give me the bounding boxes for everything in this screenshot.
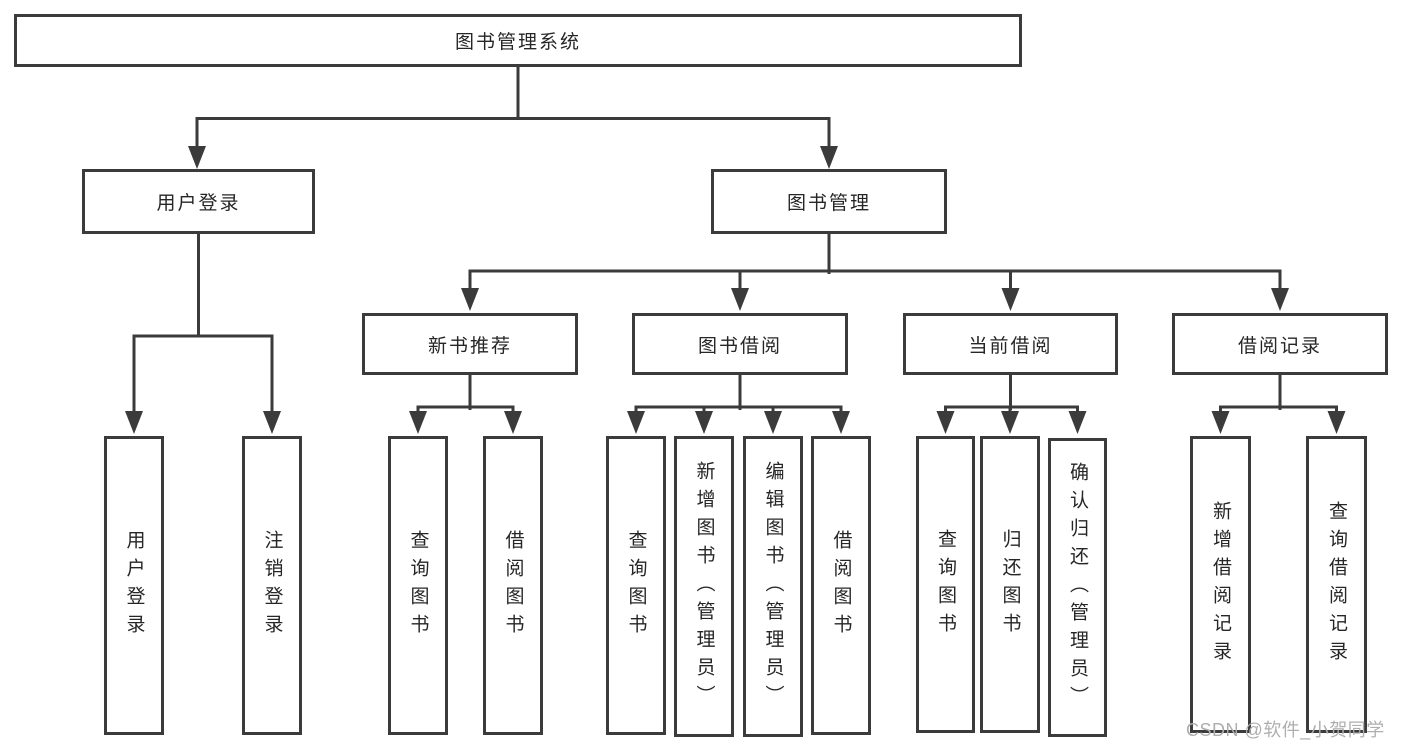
node-current-borrowing: 当前借阅: [903, 313, 1118, 375]
node-label: 新增借阅记录: [1210, 500, 1231, 669]
leaf-confirm-return-admin: 确认归还（管理员）: [1048, 438, 1107, 737]
csdn-watermark: CSDN @软件_小贺同学: [1186, 720, 1385, 740]
leaf-query-books-current: 查询图书: [916, 436, 975, 733]
node-label: 确认归还（管理员）: [1067, 461, 1088, 714]
node-label: 查询图书: [407, 529, 429, 642]
leaf-borrow-books: 借阅图书: [811, 436, 871, 735]
node-user-login: 用户登录: [82, 169, 315, 234]
node-label: 查询图书: [625, 529, 647, 642]
node-label: 新书推荐: [427, 335, 512, 357]
node-label: 注销登录: [261, 529, 283, 642]
leaf-borrow-books-recommend: 借阅图书: [483, 436, 543, 735]
node-book-borrowing: 图书借阅: [632, 313, 848, 375]
node-label: 查询借阅记录: [1326, 500, 1347, 669]
node-new-book-recommend: 新书推荐: [362, 313, 578, 375]
leaf-add-borrow-record: 新增借阅记录: [1190, 436, 1251, 733]
leaf-query-books-borrowing: 查询图书: [606, 436, 666, 735]
node-label: 借阅图书: [830, 529, 852, 642]
leaf-user-login: 用户登录: [104, 436, 164, 735]
node-label: 用户登录: [123, 529, 145, 642]
node-label: 用户登录: [156, 193, 241, 214]
node-library-system: 图书管理系统: [14, 14, 1022, 67]
node-label: 图书管理系统: [454, 32, 581, 53]
node-label: 图书管理: [786, 193, 871, 214]
leaf-edit-book-admin: 编辑图书（管理员）: [743, 436, 803, 737]
leaf-query-borrow-record: 查询借阅记录: [1306, 436, 1367, 733]
leaf-logout: 注销登录: [242, 436, 302, 735]
node-label: 借阅记录: [1237, 335, 1322, 357]
node-label: 图书借阅: [697, 335, 782, 357]
node-label: 归还图书: [999, 528, 1021, 641]
node-label: 查询图书: [935, 528, 956, 641]
leaf-add-book-admin: 新增图书（管理员）: [674, 436, 734, 737]
leaf-query-books-recommend: 查询图书: [388, 436, 448, 735]
node-label: 编辑图书（管理员）: [762, 460, 784, 713]
node-label: 当前借阅: [968, 335, 1053, 357]
node-borrowing-records: 借阅记录: [1172, 313, 1388, 375]
node-label: 新增图书（管理员）: [693, 460, 715, 713]
leaf-return-books: 归还图书: [980, 436, 1040, 733]
node-book-management: 图书管理: [711, 169, 947, 234]
node-label: 借阅图书: [502, 529, 524, 642]
